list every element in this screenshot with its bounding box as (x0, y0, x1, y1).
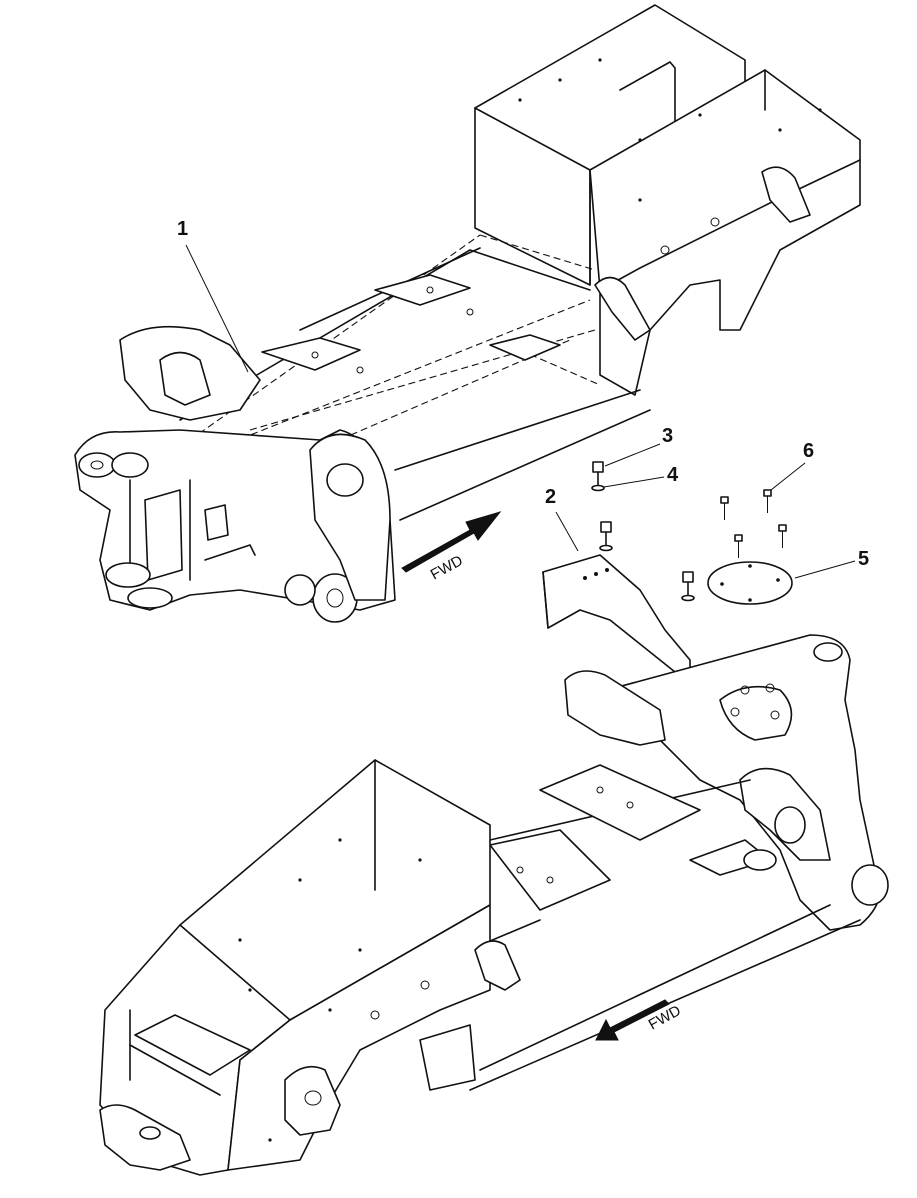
callout-2: 2 (545, 486, 579, 552)
callout-number-5: 5 (858, 548, 869, 570)
fwd-arrow-lower: FWD (595, 999, 684, 1041)
cover-plate-part-5 (707, 561, 793, 605)
callout-number-6: 6 (803, 440, 814, 462)
bolts-part-3-4 (591, 461, 695, 602)
lower-frame-assembly (99, 634, 889, 1176)
callout-1: 1 (177, 218, 249, 373)
callout-6: 6 (770, 440, 814, 491)
upper-frame-assembly (74, 4, 861, 623)
callout-number-3: 3 (662, 425, 673, 447)
bracket-part-2 (542, 554, 691, 677)
callout-number-2: 2 (545, 486, 556, 508)
callout-number-4: 4 (667, 464, 679, 486)
callout-number-1: 1 (177, 218, 188, 240)
fwd-arrow-upper: FWD (401, 511, 502, 583)
screws-part-6 (720, 489, 787, 558)
callout-3: 3 (604, 425, 673, 467)
callout-5: 5 (794, 548, 869, 579)
callout-4: 4 (603, 464, 679, 488)
